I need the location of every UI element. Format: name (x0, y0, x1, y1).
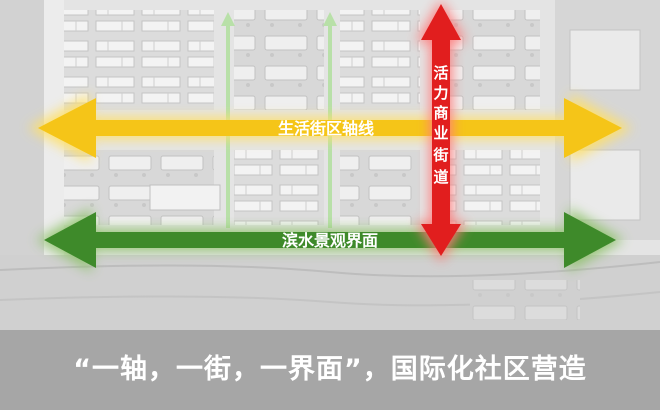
svg-text:道: 道 (433, 168, 448, 186)
svg-text:商: 商 (433, 104, 448, 122)
svg-text:街: 街 (432, 146, 448, 164)
landscape-label: 滨水景观界面 (282, 231, 378, 250)
landscape-arrow: 滨水景观界面 (36, 208, 624, 272)
svg-text:力: 力 (433, 84, 448, 102)
commercial-street-arrow: 活 力 商 业 街 道 (416, 0, 466, 262)
commercial-street-label: 活 力 商 业 街 道 (432, 64, 448, 186)
caption-bar (0, 330, 660, 410)
life-axis-label: 生活街区轴线 (278, 119, 374, 138)
svg-text:业: 业 (433, 124, 448, 142)
svg-text:活: 活 (433, 64, 448, 82)
life-axis-arrow: 生活街区轴线 (28, 94, 632, 162)
site-plan: 滨水景观界面 生活街区轴线 活 力 商 业 街 道 (0, 0, 660, 330)
caption-text: “一轴，一街，一界面”，国际化社区营造 (73, 354, 587, 385)
